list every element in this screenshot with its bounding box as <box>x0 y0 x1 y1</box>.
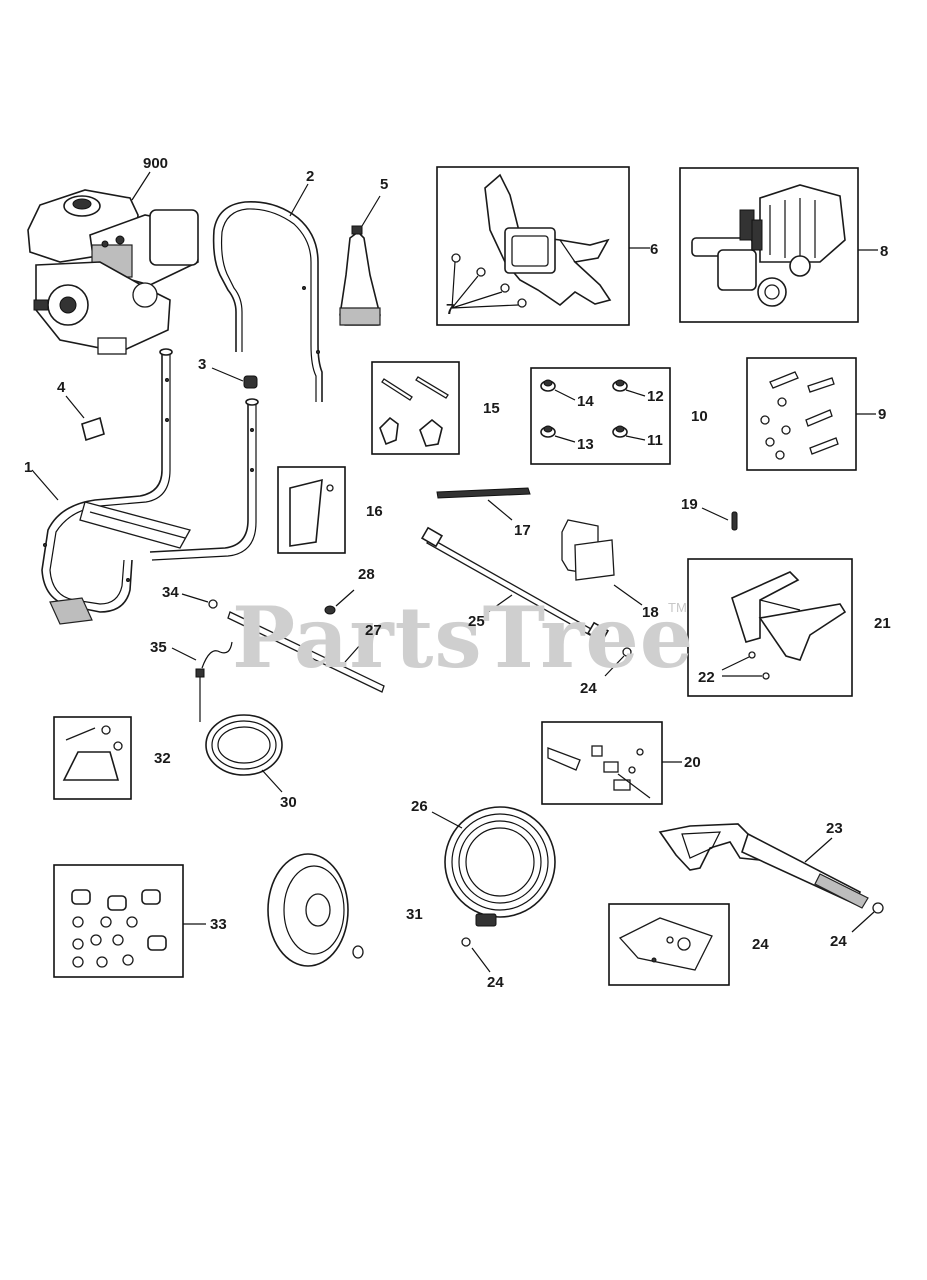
pump-8-drawing[interactable] <box>691 184 846 307</box>
callout-16: 16 <box>366 503 383 520</box>
foot-32-drawing[interactable] <box>62 725 123 781</box>
callout-24-hose: 24 <box>487 974 504 991</box>
callout-4: 4 <box>57 379 66 396</box>
frame-1-drawing[interactable] <box>41 348 259 625</box>
callout-3: 3 <box>198 356 207 373</box>
wand-25-drawing[interactable] <box>420 526 610 643</box>
ring-34-drawing[interactable] <box>208 599 218 609</box>
callout-26: 26 <box>411 798 428 815</box>
callout-14: 14 <box>577 393 594 410</box>
callout-1: 1 <box>24 459 33 476</box>
callout-9: 9 <box>878 406 887 423</box>
callout-27: 27 <box>365 622 382 639</box>
callout-10: 10 <box>691 408 708 425</box>
kit-20-drawing[interactable] <box>547 745 651 799</box>
callout-17: 17 <box>514 522 531 539</box>
valves-10-drawing[interactable] <box>540 379 628 438</box>
callout-5: 5 <box>380 176 389 193</box>
callout-28: 28 <box>358 566 375 583</box>
hose-30-drawing[interactable] <box>205 714 283 776</box>
gun-23-drawing[interactable] <box>658 823 869 909</box>
box-8 <box>679 167 859 323</box>
callout-35: 35 <box>150 639 167 656</box>
handle-2-drawing[interactable] <box>212 201 323 402</box>
box-20 <box>541 721 663 805</box>
spring-17-drawing[interactable] <box>436 487 531 499</box>
dipstick-35-drawing[interactable] <box>195 641 233 722</box>
callout-6: 6 <box>650 241 659 258</box>
bolts-15-drawing[interactable] <box>379 376 449 447</box>
callout-21: 21 <box>874 615 891 632</box>
wheel-31-drawing[interactable] <box>267 853 364 967</box>
axle-27-drawing[interactable] <box>227 611 385 693</box>
screws-7-drawing[interactable] <box>451 253 527 308</box>
callout-7: 7 <box>446 301 455 318</box>
callout-34: 34 <box>162 584 179 601</box>
bracket-21-drawing[interactable] <box>731 571 847 680</box>
mounts-33-drawing[interactable] <box>71 889 167 968</box>
decal-4-drawing[interactable] <box>81 416 105 442</box>
callout-19: 19 <box>681 496 698 513</box>
orings-24-drawing[interactable] <box>461 647 884 947</box>
callout-900: 900 <box>143 155 169 172</box>
callout-22: 22 <box>698 669 715 686</box>
callout-2: 2 <box>306 168 315 185</box>
callout-32: 32 <box>154 750 171 767</box>
box-24 <box>608 903 730 986</box>
box-9 <box>746 357 857 471</box>
washer-28-drawing[interactable] <box>324 605 336 615</box>
bottle-5-drawing[interactable] <box>339 225 381 326</box>
callout-11: 11 <box>647 432 663 449</box>
callout-13: 13 <box>577 436 594 453</box>
bracket-6-drawing[interactable] <box>484 173 612 307</box>
callout-15: 15 <box>483 400 500 417</box>
box-10 <box>530 367 671 465</box>
box-6 <box>436 166 630 326</box>
kit-24-drawing[interactable] <box>618 917 713 971</box>
callout-24-gun: 24 <box>830 933 847 950</box>
box-32 <box>53 716 132 800</box>
callout-30: 30 <box>280 794 297 811</box>
callout-20: 20 <box>684 754 701 771</box>
hose-26-drawing[interactable] <box>444 806 556 927</box>
bolts-9-drawing[interactable] <box>760 371 839 460</box>
callout-24-wand: 24 <box>580 680 597 697</box>
callout-12: 12 <box>647 388 664 405</box>
holder-18-drawing[interactable] <box>561 519 615 581</box>
engine-900-drawing[interactable] <box>27 189 199 355</box>
box-15 <box>371 361 460 455</box>
callout-18: 18 <box>642 604 659 621</box>
callout-33: 33 <box>210 916 227 933</box>
box-21 <box>687 558 853 697</box>
callout-8: 8 <box>880 243 889 260</box>
box-33 <box>53 864 184 978</box>
callout-24-kit: 24 <box>752 936 769 953</box>
shield-16-drawing[interactable] <box>289 478 334 547</box>
callout-25: 25 <box>468 613 485 630</box>
watermark-trademark: TM <box>668 600 687 615</box>
callout-31: 31 <box>406 906 423 923</box>
callout-23: 23 <box>826 820 843 837</box>
pin-19-drawing[interactable] <box>731 511 738 531</box>
cap-3-drawing[interactable] <box>243 375 258 389</box>
box-16 <box>277 466 346 554</box>
